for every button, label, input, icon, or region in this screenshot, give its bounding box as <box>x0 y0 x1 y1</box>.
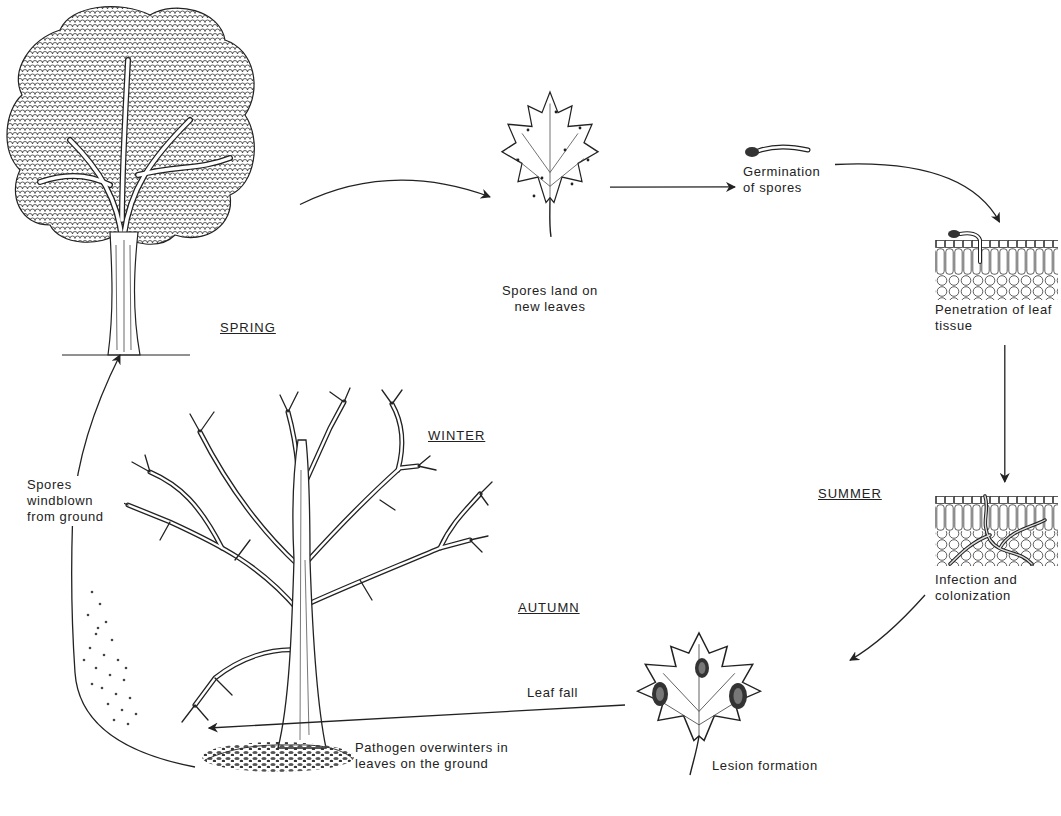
new-leaf <box>502 92 598 237</box>
leaf-cross-section <box>935 496 1058 566</box>
season-heading: SPRING <box>220 320 295 336</box>
season-label: SUMMER <box>818 486 882 501</box>
stage-node: Spores land on new leaves <box>490 88 610 330</box>
cycle-arrow <box>209 705 625 728</box>
stage-caption: Germination of spores <box>743 164 833 196</box>
winter-tree <box>112 388 492 748</box>
cycle-arrow <box>835 164 1000 222</box>
stage-caption: Infection and colonization <box>935 572 1055 604</box>
stage-caption: Pathogen overwinters in leaves on the gr… <box>355 740 530 772</box>
cycle-arrow <box>72 355 195 767</box>
stage-node: Germination of spores <box>735 140 835 210</box>
lesion-leaf <box>638 633 761 775</box>
germinating-spore <box>745 147 808 157</box>
windblown-spores <box>83 591 138 726</box>
spring-tree <box>7 7 254 355</box>
stage-node: SPRING <box>5 5 300 355</box>
stage-node: Pathogen overwinters in leaves on the gr… <box>195 728 540 806</box>
leaf-litter <box>202 742 354 772</box>
cycle-arrow <box>610 186 735 188</box>
cycle-arrow <box>300 180 490 204</box>
stage-caption: Spores land on new leaves <box>495 283 605 315</box>
cycle-arrow <box>850 595 925 660</box>
stage-node: Infection and colonization <box>925 482 1058 615</box>
stage-node: Lesion formation <box>625 625 850 785</box>
stage-node: Penetration of leaf tissue <box>925 222 1058 345</box>
arrow-label: Spores windblown from ground <box>25 476 124 526</box>
leaf-cross-section <box>935 230 1058 300</box>
season-label: WINTER <box>428 428 485 443</box>
season-label: AUTUMN <box>518 600 580 615</box>
cycle-arrow <box>1004 345 1005 482</box>
arrow-label: Leaf fall <box>525 684 614 702</box>
stage-caption: Lesion formation <box>712 758 842 774</box>
stage-caption: Penetration of leaf tissue <box>935 302 1055 334</box>
